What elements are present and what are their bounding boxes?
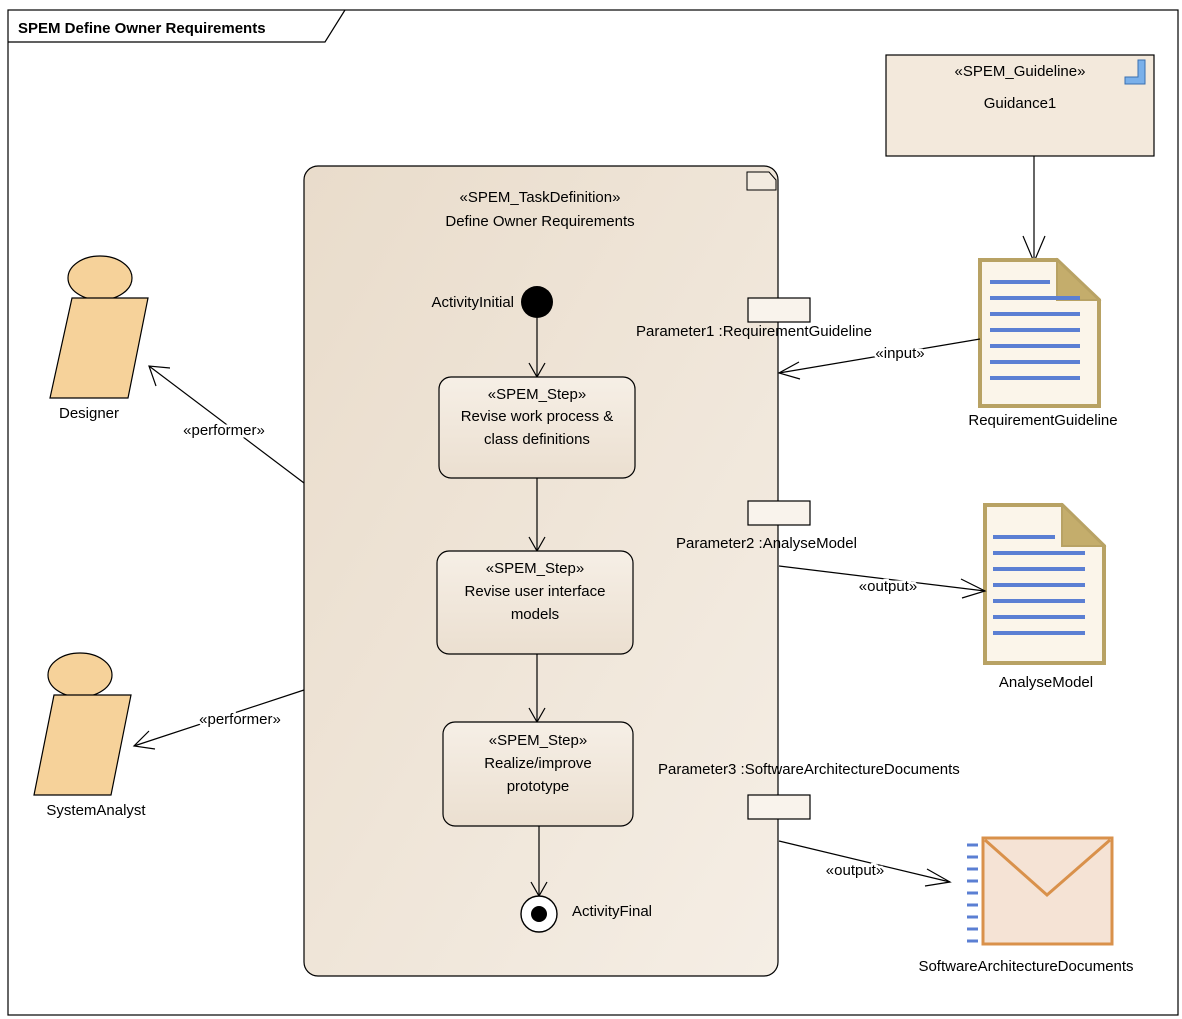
performer-link-designer[interactable] <box>148 365 305 484</box>
guideline-name: Guidance1 <box>984 95 1057 112</box>
parameter-2[interactable]: Parameter2 :AnalyseModel <box>676 500 857 552</box>
parameter-1[interactable]: Parameter1 :RequirementGuideline <box>636 297 872 340</box>
artifact-analysemodel-label: AnalyseModel <box>999 674 1093 691</box>
document-lines <box>990 280 1080 380</box>
step-3[interactable]: «SPEM_Step» Realize/improve prototype <box>442 721 634 827</box>
role-systemanalyst-label: SystemAnalyst <box>46 802 146 819</box>
artifact-softwarearchitecturedocuments[interactable]: SoftwareArchitectureDocuments <box>918 836 1134 975</box>
document-lines <box>993 535 1085 635</box>
guideline-icon <box>1124 59 1146 85</box>
step-2-stereotype: «SPEM_Step» <box>486 560 584 577</box>
activity-final[interactable]: ActivityFinal <box>520 895 652 933</box>
step-2-line-2: models <box>511 606 559 623</box>
relation-label-parameter-2: «output» <box>859 578 917 595</box>
task-name: Define Owner Requirements <box>445 213 634 230</box>
guideline-stereotype: «SPEM_Guideline» <box>955 63 1086 80</box>
role-body-icon <box>49 297 149 399</box>
parameter-1-port <box>747 297 811 323</box>
artifact-analysemodel[interactable]: AnalyseModel <box>983 502 1107 691</box>
step-2-line-1: Revise user interface <box>465 583 606 600</box>
output-link-parameter-3[interactable] <box>778 840 952 887</box>
artifact-requirementguideline-label: RequirementGuideline <box>968 412 1117 429</box>
artifact-softwarearchitecturedocuments-label: SoftwareArchitectureDocuments <box>918 958 1133 975</box>
performer-label-designer: «performer» <box>183 422 265 439</box>
guideline-link[interactable] <box>1022 156 1046 264</box>
input-link-parameter-1[interactable] <box>777 338 981 380</box>
relation-label-parameter-1: «input» <box>875 345 924 362</box>
relation-label-parameter-3: «output» <box>826 862 884 879</box>
step-1[interactable]: «SPEM_Step» Revise work process & class … <box>438 376 636 479</box>
activity-initial[interactable]: ActivityInitial <box>431 286 553 318</box>
performer-link-systemanalyst[interactable] <box>132 689 305 750</box>
performer-label-systemanalyst: «performer» <box>199 711 281 728</box>
step-3-line-2: prototype <box>507 778 570 795</box>
role-designer[interactable]: Designer <box>49 255 149 422</box>
role-systemanalyst[interactable]: SystemAnalyst <box>33 652 146 819</box>
parameter-3[interactable]: Parameter3 :SoftwareArchitectureDocument… <box>658 761 960 820</box>
step-2[interactable]: «SPEM_Step» Revise user interface models <box>436 550 634 655</box>
role-body-icon <box>33 694 132 796</box>
parameter-3-label: Parameter3 :SoftwareArchitectureDocument… <box>658 761 960 778</box>
step-1-stereotype: «SPEM_Step» <box>488 386 586 403</box>
role-head-icon <box>67 255 133 301</box>
step-1-line-2: class definitions <box>484 431 590 448</box>
role-designer-label: Designer <box>59 405 119 422</box>
parameter-2-label: Parameter2 :AnalyseModel <box>676 535 857 552</box>
diagram-frame: SPEM Define Owner Requirements <box>7 9 1179 1016</box>
artifact-requirementguideline[interactable]: RequirementGuideline <box>968 257 1118 429</box>
parameter-3-port <box>747 794 811 820</box>
note-icon <box>746 171 777 191</box>
envelope-side-lines <box>967 843 978 943</box>
step-3-line-1: Realize/improve <box>484 755 592 772</box>
parameter-2-port <box>747 500 811 526</box>
output-link-parameter-2[interactable] <box>778 565 987 599</box>
activity-initial-label: ActivityInitial <box>431 294 514 311</box>
task-stereotype: «SPEM_TaskDefinition» <box>460 189 621 206</box>
frame-title: SPEM Define Owner Requirements <box>18 20 266 37</box>
step-1-line-1: Revise work process & <box>461 408 614 425</box>
parameter-1-label: Parameter1 :RequirementGuideline <box>636 323 872 340</box>
guideline-box[interactable]: «SPEM_Guideline» Guidance1 <box>885 54 1155 157</box>
activity-final-label: ActivityFinal <box>572 903 652 920</box>
role-head-icon <box>47 652 113 698</box>
step-3-stereotype: «SPEM_Step» <box>489 732 587 749</box>
